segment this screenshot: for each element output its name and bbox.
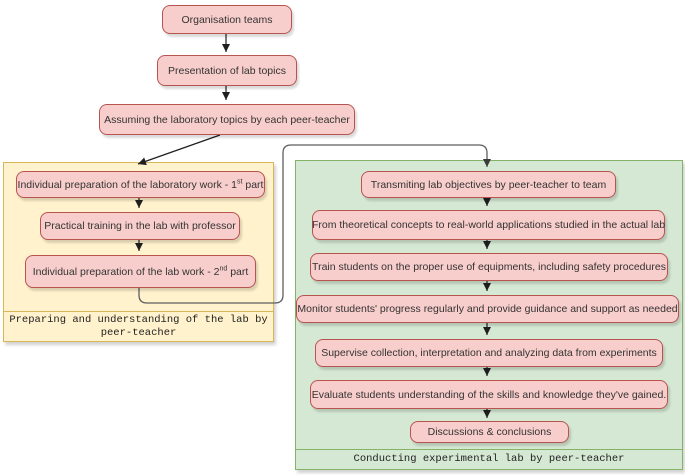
- node-practical-training-label: Practical training in the lab with profe…: [44, 220, 236, 232]
- node-practical-training: Practical training in the lab with profe…: [40, 212, 240, 240]
- panel-conducting-title-line1: Conducting experimental lab by peer-teac…: [353, 453, 625, 465]
- node-evaluate-understanding: Evaluate students understanding of the s…: [310, 380, 668, 409]
- node-organisation-teams-label: Organisation teams: [181, 13, 273, 26]
- node-train-students-equipment: Train students on the proper use of equi…: [310, 253, 668, 281]
- node-theoretical-to-realworld-label: From theoretical concepts to real-world …: [311, 219, 666, 231]
- node-evaluate-understanding-label: Evaluate students understanding of the s…: [311, 388, 667, 401]
- node-supervise-data: Supervise collection, interpretation and…: [315, 339, 663, 367]
- node-assuming-lab-topics: Assuming the laboratory topics by each p…: [99, 104, 355, 135]
- arrow-assuming-to-left-panel: [137, 134, 221, 166]
- node-presentation-lab-topics: Presentation of lab topics: [157, 55, 297, 86]
- node-individual-preparation-1st-part: Individual preparation of the laboratory…: [16, 171, 265, 198]
- node-discussions-conclusions-label: Discussions & conclusions: [427, 426, 552, 438]
- node-organisation-teams: Organisation teams: [162, 5, 292, 34]
- panel-preparing-title-line1: Preparing and understanding of the lab b…: [9, 313, 268, 326]
- panel-preparing-title: Preparing and understanding of the lab b…: [4, 311, 273, 341]
- node-presentation-lab-topics-label: Presentation of lab topics: [168, 64, 286, 77]
- node-monitor-progress: Monitor students' progress regularly and…: [296, 295, 679, 323]
- node-assuming-lab-topics-label: Assuming the laboratory topics by each p…: [104, 113, 350, 126]
- node-individual-preparation-2nd-part: Individual preparation of the lab work -…: [25, 255, 256, 288]
- node-monitor-progress-label: Monitor students' progress regularly and…: [297, 303, 678, 315]
- node-theoretical-to-realworld: From theoretical concepts to real-world …: [312, 210, 665, 240]
- node-discussions-conclusions: Discussions & conclusions: [410, 421, 569, 443]
- node-train-students-equipment-label: Train students on the proper use of equi…: [312, 261, 666, 273]
- panel-preparing-title-line2: peer-teacher: [100, 326, 177, 339]
- node-individual-preparation-1st-part-label: Individual preparation of the laboratory…: [17, 178, 264, 191]
- node-transmiting-objectives-label: Transmiting lab objectives by peer-teach…: [370, 178, 607, 191]
- panel-conducting-title: Conducting experimental lab by peer-teac…: [296, 449, 682, 469]
- node-supervise-data-label: Supervise collection, interpretation and…: [321, 347, 657, 359]
- node-transmiting-objectives: Transmiting lab objectives by peer-teach…: [361, 171, 616, 198]
- node-individual-preparation-2nd-part-label: Individual preparation of the lab work -…: [32, 265, 249, 278]
